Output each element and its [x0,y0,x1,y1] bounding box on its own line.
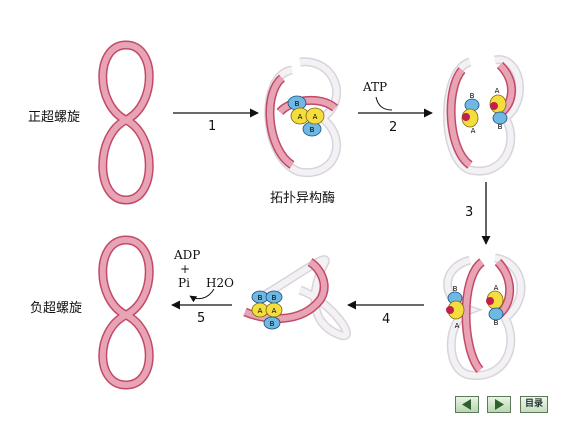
subunit-b-label: B [272,294,277,302]
step-1-label: 1 [208,119,217,134]
relaxing-dna [243,255,351,341]
step-3-label: 3 [465,205,474,220]
triangle-left-icon [462,399,471,410]
water-label: H2O [206,276,234,290]
subunit-b-label: B [270,320,275,328]
negative-supercoil-label: 负超螺旋 [30,301,83,316]
subunit-b-label: B [453,285,458,293]
topoisomerase-enzyme-open [461,94,508,128]
subunit-b-label: B [310,126,315,134]
positive-supercoil-label: 正超螺旋 [28,110,81,125]
subunit-a-label: A [298,113,303,121]
step-5-label: 5 [197,311,206,326]
adp-label: ADP [174,248,201,262]
atp-input-arrow [375,96,393,111]
subunit-b-label: B [258,294,263,302]
strand-passing-dna [443,55,524,176]
atp-label: ATP [363,80,388,94]
subunit-a-label: A [313,113,318,121]
plus-sign: + [180,262,191,276]
subunit-b-label: B [295,100,300,108]
subunit-b-label: B [498,123,503,131]
subunit-a-label: A [494,284,499,292]
positive-supercoil-dna [98,40,154,205]
subunit-a-label: A [471,127,476,135]
step-4-label: 4 [382,312,391,327]
topoisomerase-label: 拓扑异构酶 [270,191,336,206]
subunit-a-label: A [272,307,277,315]
pi-label: Pi [178,276,190,290]
next-button[interactable] [487,396,511,413]
triangle-right-icon [495,399,504,410]
subunit-b-label: B [494,319,499,327]
topoisomerase-enzyme [287,95,325,137]
topoisomerase-enzyme-release [251,290,283,330]
subunit-b-label: B [470,92,475,100]
topoisomerase-enzyme-closing [446,290,504,321]
subunit-a-label: A [495,87,500,95]
contents-button[interactable]: 目录 [520,396,548,413]
adp-output-arrow [189,288,215,303]
subunit-a-label: A [258,307,263,315]
negative-supercoil-dna [98,235,154,390]
subunit-a-label: A [455,322,460,330]
previous-button[interactable] [455,396,479,413]
step-2-label: 2 [389,120,398,135]
